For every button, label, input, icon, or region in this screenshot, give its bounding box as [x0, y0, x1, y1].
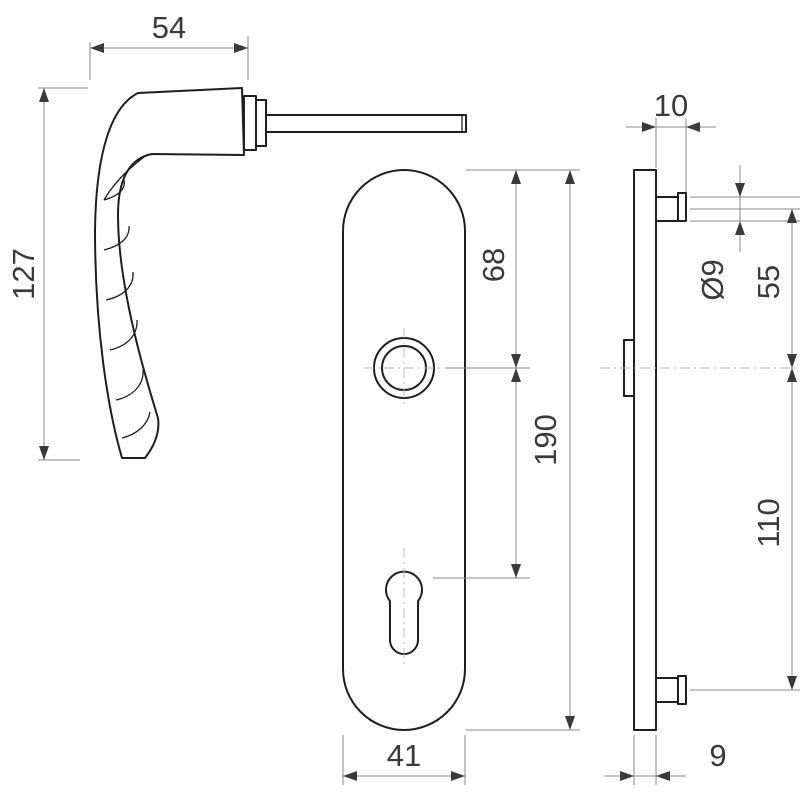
- dim-spindle-to-bottom-screw: 110: [751, 498, 786, 547]
- dim-handle-height: 127: [6, 248, 41, 300]
- dimension-lines: [39, 43, 797, 781]
- dim-plate-height: 190: [528, 414, 563, 466]
- front-escutcheon-plate: [342, 169, 466, 731]
- dim-spindle-to-cylinder: 68: [476, 248, 511, 282]
- dim-plate-width: 41: [387, 738, 421, 773]
- dim-plate-thickness: 9: [709, 738, 726, 773]
- dimension-labels: 54 127 68 190 41 10 9 Ø9 55 110: [6, 10, 786, 773]
- dim-spindle-offset: 10: [654, 88, 688, 123]
- lever-handle: [94, 87, 467, 459]
- dim-screw-to-spindle: 55: [751, 265, 786, 299]
- dim-handle-width: 54: [152, 10, 186, 45]
- side-plate-profile: [623, 169, 687, 731]
- dim-hole-diameter: Ø9: [695, 259, 730, 300]
- extension-lines: [38, 36, 800, 785]
